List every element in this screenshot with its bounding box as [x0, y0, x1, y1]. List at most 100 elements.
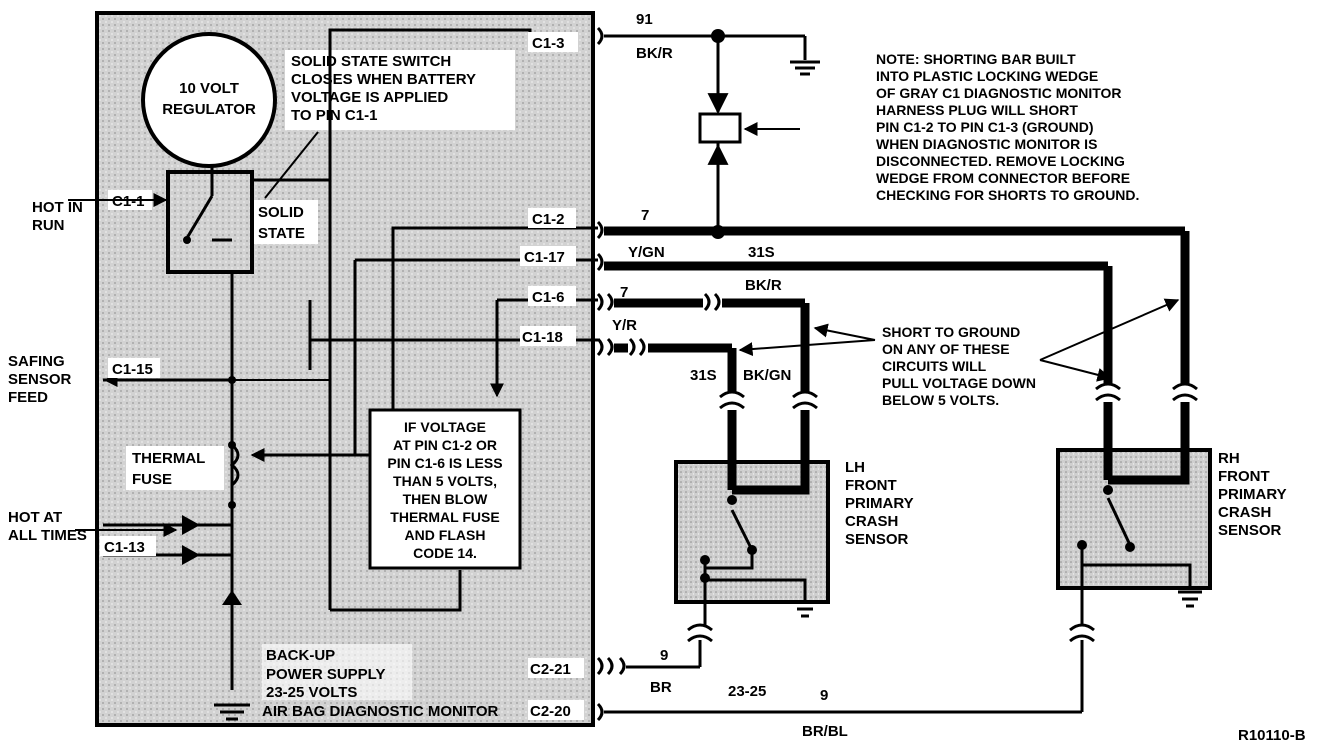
switch-pointer-line: [264, 131, 319, 199]
voltage-regulator-circle: [141, 32, 277, 168]
thermal-fuse-label-box: [126, 446, 224, 490]
svg-text:POWER SUPPLY: POWER SUPPLY: [266, 666, 385, 683]
circuit-labels: 91 BK/R 7 Y/GN 31S 7 BK/R Y/R 31S BK/GN …: [612, 11, 848, 740]
switch-note-box: [285, 50, 515, 130]
svg-text:SAFING: SAFING: [8, 353, 65, 370]
svg-text:HARNESS PLUG WILL SHORT: HARNESS PLUG WILL SHORT: [876, 102, 1078, 118]
svg-text:91: 91: [636, 11, 653, 28]
svg-text:NOTE: SHORTING BAR BUILT: NOTE: SHORTING BAR BUILT: [876, 51, 1076, 67]
thermal-fuse-label-1: THERMAL: [132, 450, 205, 467]
regulator-label-1: 10 VOLT: [179, 80, 239, 97]
svg-text:HOT IN: HOT IN: [32, 199, 83, 216]
lh-sensor-wiring: [703, 410, 810, 625]
svg-text:9: 9: [660, 647, 668, 664]
svg-text:PIN C1-6 IS LESS: PIN C1-6 IS LESS: [387, 455, 502, 471]
regulator-label-2: REGULATOR: [162, 101, 256, 118]
svg-text:PULL VOLTAGE DOWN: PULL VOLTAGE DOWN: [882, 375, 1036, 391]
svg-text:SHORT TO GROUND: SHORT TO GROUND: [882, 324, 1020, 340]
external-wiring: [596, 26, 1190, 722]
svg-text:BACK-UP: BACK-UP: [266, 647, 335, 664]
svg-text:31S: 31S: [690, 367, 717, 384]
svg-text:SENSOR: SENSOR: [8, 371, 72, 388]
svg-text:BK/R: BK/R: [745, 277, 782, 294]
svg-text:OF GRAY C1 DIAGNOSTIC MONITOR: OF GRAY C1 DIAGNOSTIC MONITOR: [876, 85, 1122, 101]
diode-symbol-1: [182, 515, 200, 535]
module-title: AIR BAG DIAGNOSTIC MONITOR: [262, 703, 499, 720]
svg-text:AT PIN C1-2 OR: AT PIN C1-2 OR: [393, 437, 497, 453]
svg-text:23-25 VOLTS: 23-25 VOLTS: [266, 684, 357, 701]
diode-symbol-3: [222, 590, 242, 605]
svg-text:Y/R: Y/R: [612, 317, 637, 334]
solid-state-label-box: [254, 200, 318, 244]
svg-text:CHECKING FOR SHORTS TO GROUND.: CHECKING FOR SHORTS TO GROUND.: [876, 187, 1139, 203]
svg-text:INTO PLASTIC LOCKING WEDGE: INTO PLASTIC LOCKING WEDGE: [876, 68, 1098, 84]
pin-c1-15: C1-15: [112, 361, 153, 378]
figure-id: R10110-B: [1238, 727, 1306, 744]
svg-text:BELOW 5 VOLTS.: BELOW 5 VOLTS.: [882, 392, 999, 408]
diode-symbol-2: [182, 545, 200, 565]
backup-label-box: [262, 644, 412, 700]
svg-text:TO PIN C1-1: TO PIN C1-1: [291, 107, 377, 124]
short-to-ground-note: SHORT TO GROUND ON ANY OF THESE CIRCUITS…: [882, 324, 1036, 408]
svg-text:SOLID STATE SWITCH: SOLID STATE SWITCH: [291, 53, 451, 70]
svg-text:ALL TIMES: ALL TIMES: [8, 527, 87, 544]
svg-text:RH: RH: [1218, 450, 1240, 467]
svg-text:7: 7: [641, 207, 649, 224]
svg-text:FRONT: FRONT: [1218, 468, 1270, 485]
left-external-labels: HOT IN RUN SAFING SENSOR FEED HOT AT ALL…: [8, 199, 87, 544]
pin-c1-2: C1-2: [532, 211, 565, 228]
svg-text:LH: LH: [845, 459, 865, 476]
solid-state-label-2: STATE: [258, 225, 305, 242]
svg-text:SENSOR: SENSOR: [845, 531, 909, 548]
svg-text:THEN BLOW: THEN BLOW: [403, 491, 489, 507]
pin-labels-right: C1-3 C1-2 C1-17 C1-6 C1-18 C2-21 C2-20: [520, 32, 584, 720]
svg-text:9: 9: [820, 687, 828, 704]
svg-text:23-25: 23-25: [728, 683, 766, 700]
pin-c1-18: C1-18: [522, 329, 563, 346]
rh-sensor-label: RH FRONT PRIMARY CRASH SENSOR: [1218, 450, 1287, 539]
rh-ground-symbol: [1178, 590, 1202, 608]
pin-c2-20: C2-20: [530, 703, 571, 720]
svg-text:FEED: FEED: [8, 389, 48, 406]
thermal-fuse-symbol: [229, 443, 240, 487]
svg-text:PRIMARY: PRIMARY: [845, 495, 914, 512]
svg-text:7: 7: [620, 284, 628, 301]
logic-note-text: IF VOLTAGE AT PIN C1-2 OR PIN C1-6 IS LE…: [387, 419, 502, 561]
pin-c1-13: C1-13: [104, 539, 145, 556]
svg-text:RUN: RUN: [32, 217, 65, 234]
ground-symbol-top: [790, 60, 820, 76]
svg-text:THERMAL FUSE: THERMAL FUSE: [390, 509, 499, 525]
pin-c2-21: C2-21: [530, 661, 571, 678]
svg-text:31S: 31S: [748, 244, 775, 261]
pin-c1-6: C1-6: [532, 289, 565, 306]
shorting-bar-relay: [698, 112, 742, 144]
lh-sensor-label: LH FRONT PRIMARY CRASH SENSOR: [845, 459, 914, 548]
svg-text:FRONT: FRONT: [845, 477, 897, 494]
short-note-pointers: [738, 298, 1180, 382]
svg-text:CIRCUITS WILL: CIRCUITS WILL: [882, 358, 987, 374]
svg-text:Y/GN: Y/GN: [628, 244, 665, 261]
solid-state-label-1: SOLID: [258, 204, 304, 221]
svg-text:WHEN DIAGNOSTIC MONITOR IS: WHEN DIAGNOSTIC MONITOR IS: [876, 136, 1097, 152]
lh-ground-symbol: [793, 600, 817, 618]
svg-text:PIN C1-2 TO PIN C1-3 (GROUND): PIN C1-2 TO PIN C1-3 (GROUND): [876, 119, 1094, 135]
svg-text:CLOSES WHEN BATTERY: CLOSES WHEN BATTERY: [291, 71, 476, 88]
pin-c1-17: C1-17: [524, 249, 565, 266]
svg-text:CRASH: CRASH: [845, 513, 898, 530]
thermal-fuse-label-2: FUSE: [132, 471, 172, 488]
shorting-bar-note: NOTE: SHORTING BAR BUILT INTO PLASTIC LO…: [876, 51, 1139, 203]
svg-text:BR: BR: [650, 679, 672, 696]
svg-text:BR/BL: BR/BL: [802, 723, 848, 740]
svg-text:HOT AT: HOT AT: [8, 509, 62, 526]
svg-text:WEDGE FROM CONNECTOR BEFORE: WEDGE FROM CONNECTOR BEFORE: [876, 170, 1130, 186]
pin-c1-1: C1-1: [112, 193, 145, 210]
svg-text:ON ANY OF THESE: ON ANY OF THESE: [882, 341, 1010, 357]
logic-note-box: [368, 408, 522, 570]
svg-text:VOLTAGE IS APPLIED: VOLTAGE IS APPLIED: [291, 89, 448, 106]
sensor-connectors: [687, 382, 1198, 643]
svg-text:SENSOR: SENSOR: [1218, 522, 1282, 539]
svg-text:BK/GN: BK/GN: [743, 367, 791, 384]
svg-text:DISCONNECTED. REMOVE LOCKING: DISCONNECTED. REMOVE LOCKING: [876, 153, 1125, 169]
pin-c1-3: C1-3: [532, 35, 565, 52]
